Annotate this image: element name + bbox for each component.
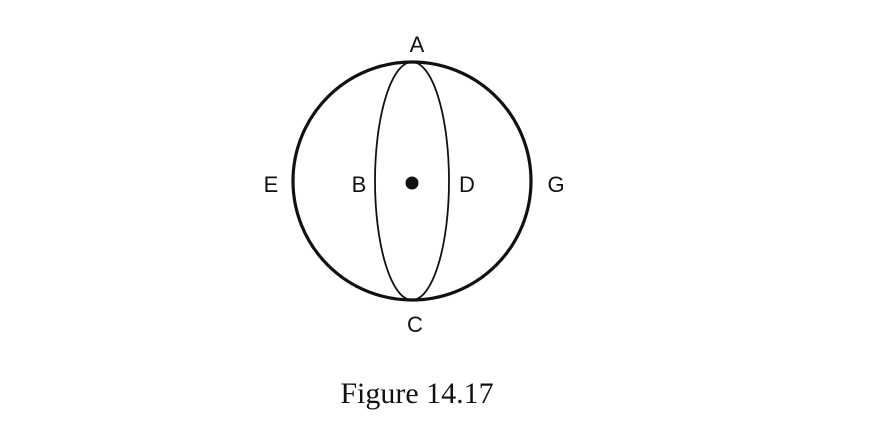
- inner-ellipse: [374, 61, 450, 301]
- label-g: G: [547, 172, 564, 197]
- figure-caption: Figure 14.17: [340, 377, 493, 410]
- label-d: D: [459, 172, 475, 197]
- label-a: A: [410, 32, 425, 57]
- label-e: E: [264, 172, 279, 197]
- center-point: [405, 176, 419, 190]
- label-c: C: [407, 312, 423, 337]
- label-b: B: [352, 172, 367, 197]
